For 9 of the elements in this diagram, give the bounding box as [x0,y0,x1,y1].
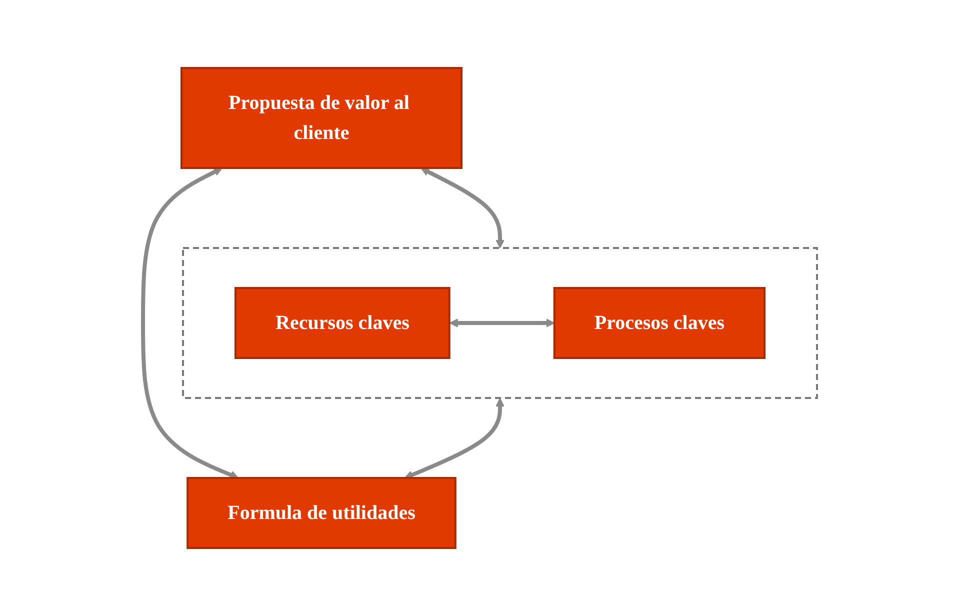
cluster [182,246,818,398]
arrow [404,398,504,478]
node-box: Propuesta de valor al cliente [180,66,462,168]
node-box: Procesos claves [553,286,766,358]
arrow [420,167,504,248]
node-box: Formula de utilidades [186,476,456,548]
arrow [140,167,239,478]
arrow [449,318,555,327]
node-box: Recursos claves [234,286,450,358]
